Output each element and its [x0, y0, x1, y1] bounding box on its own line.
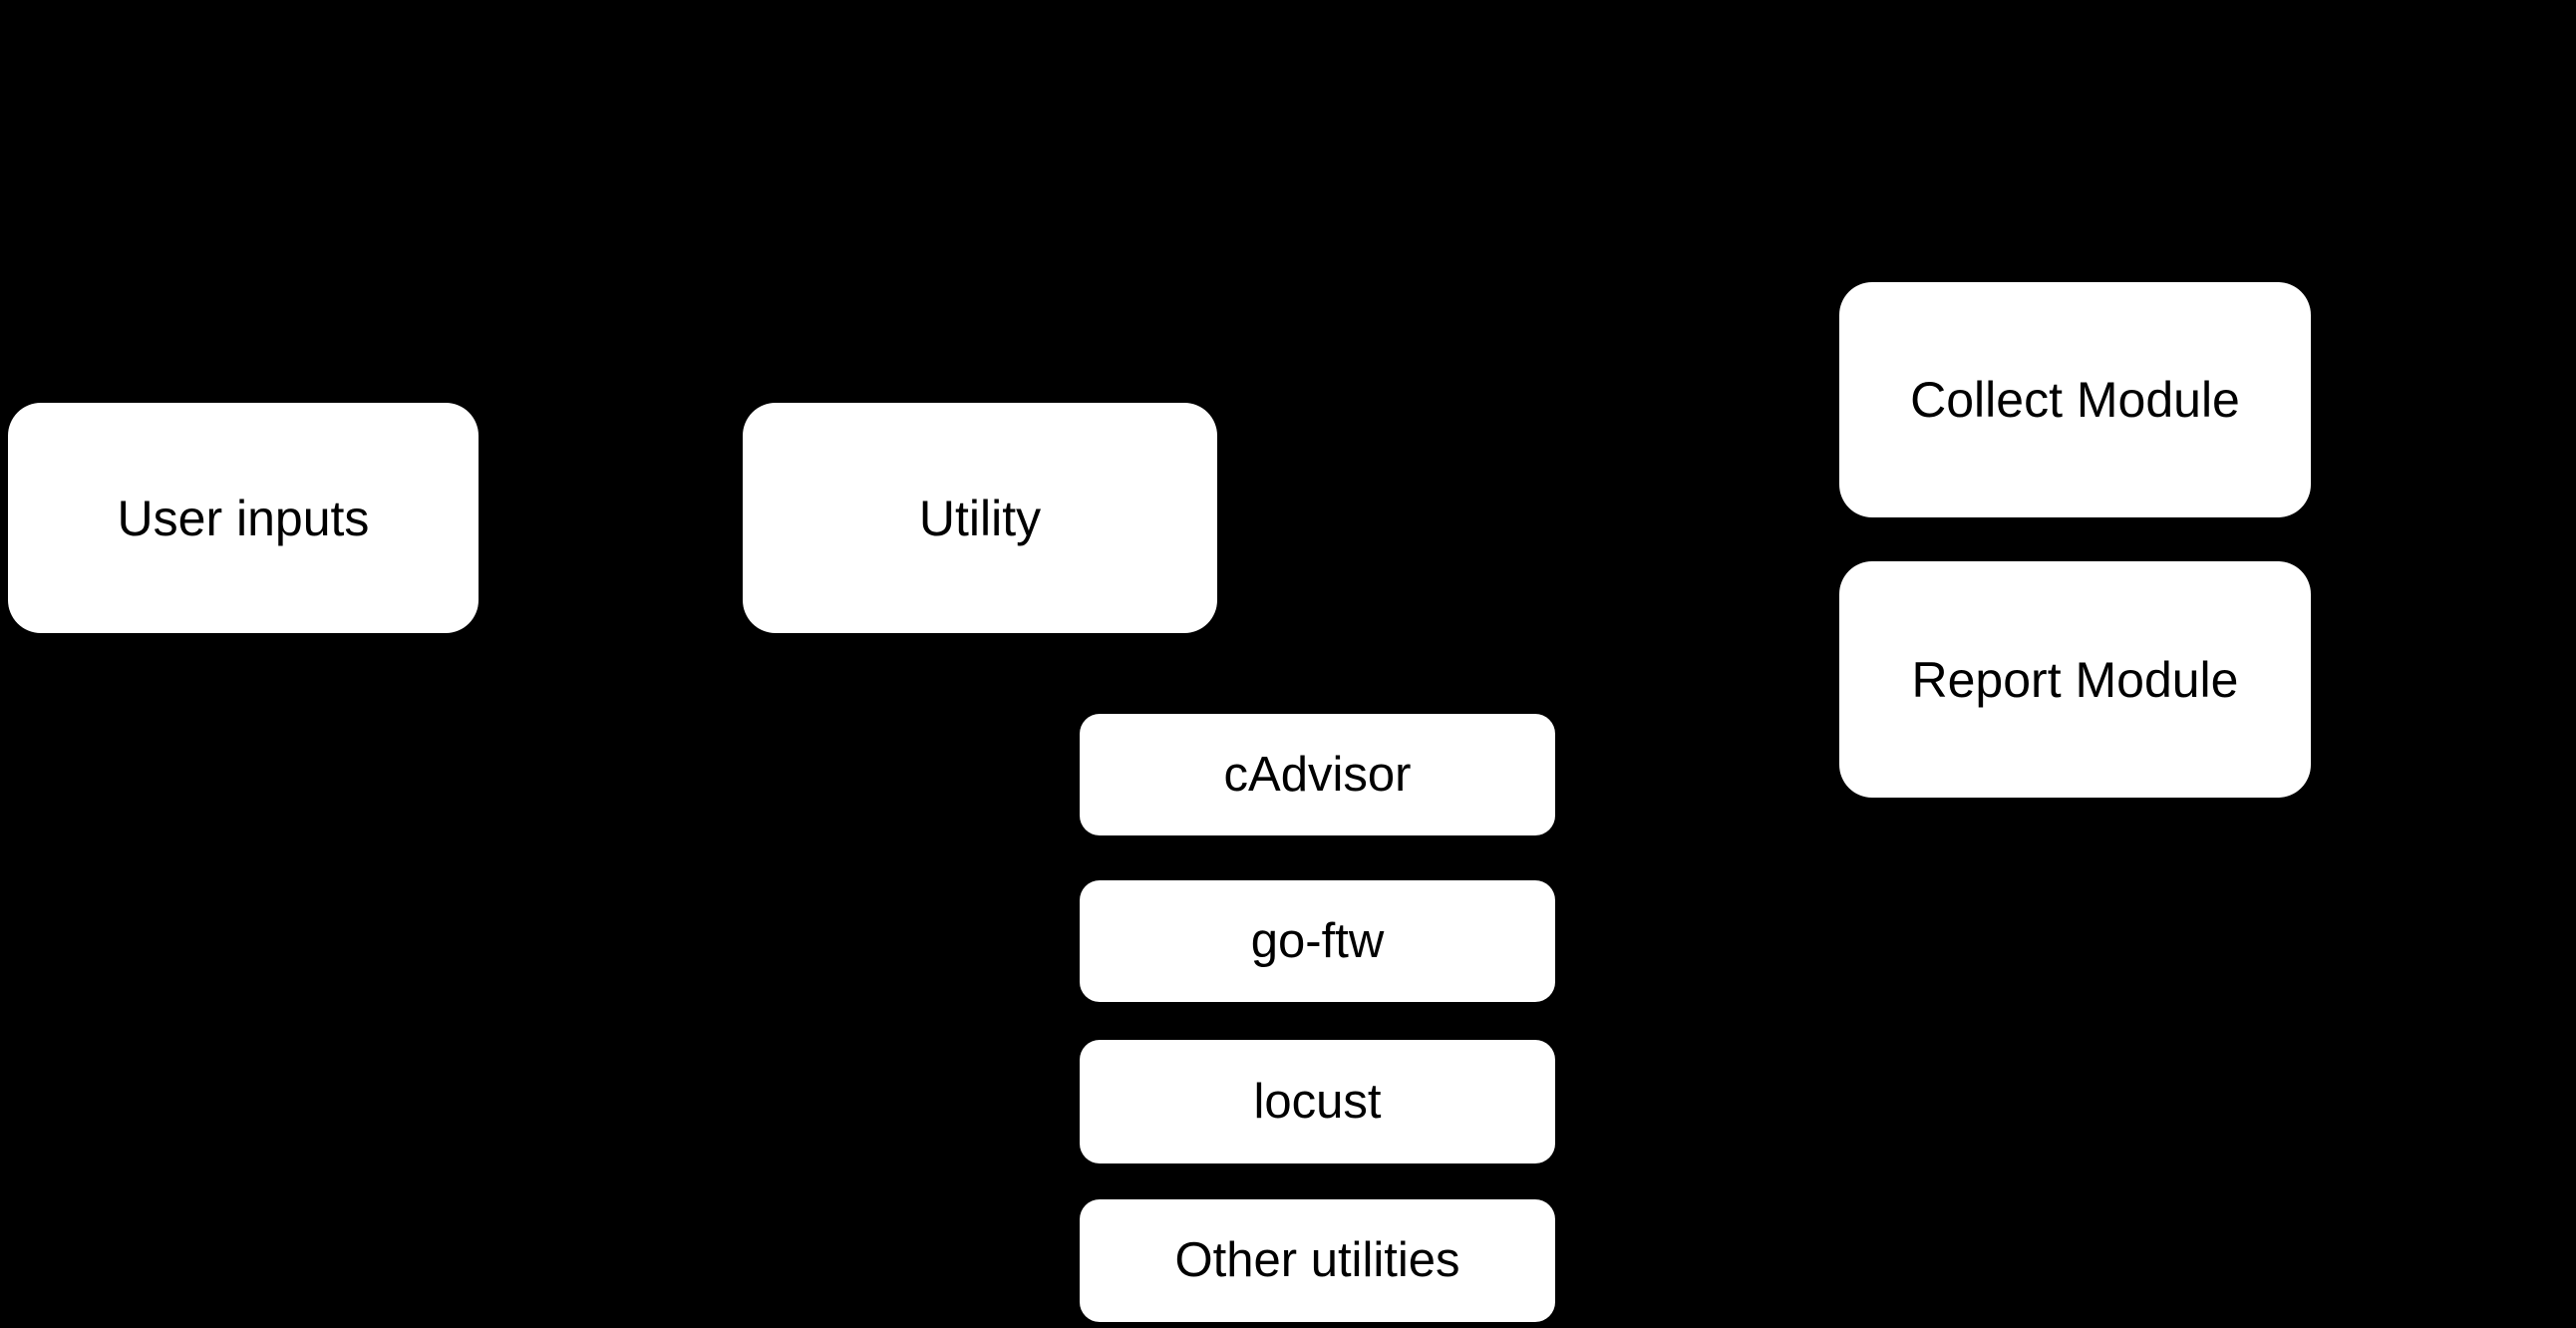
node-cadvisor: cAdvisor [1080, 714, 1555, 835]
node-other-utilities: Other utilities [1080, 1199, 1555, 1322]
node-locust: locust [1080, 1040, 1555, 1163]
node-utility-label: Utility [918, 490, 1042, 546]
node-report-module-label: Report Module [1911, 651, 2239, 708]
node-user-inputs: User inputs [8, 403, 479, 633]
node-cadvisor-label: cAdvisor [1223, 747, 1412, 802]
node-user-inputs-label: User inputs [117, 490, 370, 546]
node-go-ftw-label: go-ftw [1250, 913, 1385, 968]
node-collect-module-label: Collect Module [1910, 372, 2240, 428]
node-other-utilities-label: Other utilities [1174, 1233, 1460, 1287]
node-report-module: Report Module [1839, 561, 2311, 798]
node-utility: Utility [743, 403, 1217, 633]
node-go-ftw: go-ftw [1080, 880, 1555, 1002]
node-locust-label: locust [1253, 1074, 1382, 1129]
node-collect-module: Collect Module [1839, 282, 2311, 517]
